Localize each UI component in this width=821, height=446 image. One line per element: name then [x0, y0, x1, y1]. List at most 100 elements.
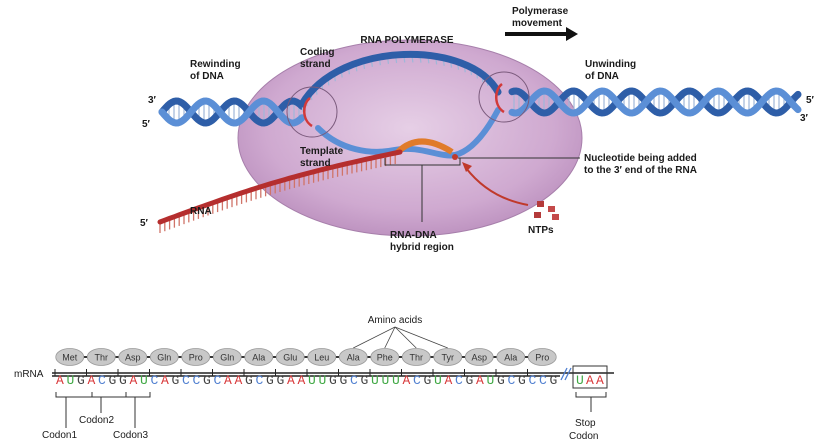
- ntp-arrowhead-icon: [462, 162, 472, 172]
- mrna-base: G: [119, 373, 127, 388]
- mrna-base: A: [235, 373, 243, 388]
- mrna-base: A: [161, 373, 169, 388]
- mrna-base: C: [413, 373, 421, 388]
- amino-acid-label: Ala: [252, 353, 265, 363]
- amino-acid-label: Gln: [220, 353, 234, 363]
- mrna-base: G: [518, 373, 526, 388]
- mrna-base: A: [88, 373, 96, 388]
- mrna-base: G: [172, 373, 180, 388]
- amino-acid-bead: [181, 348, 211, 366]
- codon-ticks: [54, 369, 528, 376]
- mrna-base: A: [130, 373, 138, 388]
- mrna-base: C: [529, 373, 537, 388]
- amino-acid-bead: [370, 348, 400, 366]
- mrna-base: U: [319, 373, 327, 388]
- stop-base: A: [586, 373, 594, 388]
- mrna-base: G: [277, 373, 285, 388]
- amino-acid-bead: [212, 348, 242, 366]
- hybrid-label-2: hybrid region: [390, 242, 454, 253]
- amino-acid-label: Pro: [535, 353, 549, 363]
- amino-acid-bead: [86, 348, 116, 366]
- mrna-base: U: [371, 373, 379, 388]
- mrna-base: C: [350, 373, 358, 388]
- mrna-base: C: [455, 373, 463, 388]
- transcription-bubble: [298, 50, 502, 159]
- rna-label: RNA: [190, 206, 212, 217]
- dna-helix-left: [158, 97, 306, 127]
- mrna-base: G: [550, 373, 558, 388]
- mrna-base: G: [329, 373, 337, 388]
- movement-label-1: Polymerase: [512, 6, 569, 17]
- codon1-label: Codon1: [42, 430, 77, 441]
- ntp-molecules: [534, 201, 559, 220]
- amino-acid-label: Leu: [314, 353, 329, 363]
- mrna-base: C: [539, 373, 547, 388]
- stop-codon-box: [572, 365, 608, 389]
- amino-acid-label: Phe: [377, 353, 393, 363]
- amino-pointer-line: [394, 326, 417, 349]
- amino-acid-bead: [464, 348, 494, 366]
- stop-base: U: [576, 373, 584, 388]
- mrna-base: U: [434, 373, 442, 388]
- dna-3prime-right: 3′: [800, 113, 809, 124]
- mrna-base: U: [308, 373, 316, 388]
- dna-5prime-right: 5′: [806, 95, 815, 106]
- mrna-base: G: [266, 373, 274, 388]
- amino-acids-label: Amino acids: [368, 315, 422, 326]
- unwinding-circle: [478, 71, 530, 123]
- amino-acid-bead: [275, 348, 305, 366]
- mrna-base: G: [203, 373, 211, 388]
- amino-acid-label: Tyr: [442, 353, 455, 363]
- amino-acid-label: Met: [62, 353, 78, 363]
- ntps-label: NTPs: [528, 225, 554, 236]
- rewinding-circle: [286, 86, 338, 138]
- mrna-base: C: [182, 373, 190, 388]
- mrna-base: G: [361, 373, 369, 388]
- dna-helix-right: [508, 87, 802, 117]
- nucleotide-being-added: [452, 154, 458, 160]
- ntp-entry-arrow: [465, 167, 529, 206]
- mrna-base: U: [487, 373, 495, 388]
- stop-label-1: Stop: [575, 418, 596, 429]
- mrna-base: U: [382, 373, 390, 388]
- mrna-base: G: [109, 373, 117, 388]
- amino-acid-label: Glu: [283, 353, 297, 363]
- amino-acid-label: Thr: [95, 353, 109, 363]
- codon2-label: Codon2: [79, 415, 114, 426]
- amino-acid-bead: [496, 348, 526, 366]
- dna-5prime-left: 5′: [142, 119, 151, 130]
- mrna-base: C: [98, 373, 106, 388]
- amino-acid-bead: [433, 348, 463, 366]
- unwinding-arrow-icon: [495, 83, 505, 114]
- mrna-base: U: [392, 373, 400, 388]
- movement-label-2: movement: [512, 18, 563, 29]
- rewinding-label-2: of DNA: [190, 71, 224, 82]
- coding-strand: [298, 50, 502, 108]
- hybrid-label-1: RNA-DNA: [390, 230, 437, 241]
- mrna-base: A: [287, 373, 295, 388]
- amino-acid-bead: [401, 348, 431, 366]
- amino-acid-bead: [338, 348, 368, 366]
- dna-backbone: [508, 87, 802, 117]
- amino-acid-pointer-lines: [353, 326, 448, 349]
- amino-pointer-line: [394, 326, 448, 349]
- mrna-base: A: [476, 373, 484, 388]
- unwinding-label-2: of DNA: [585, 71, 619, 82]
- codon3-bracket: [125, 392, 151, 428]
- amino-acid-label: Asp: [471, 353, 487, 363]
- mrna-base: A: [298, 373, 306, 388]
- mrna-base: A: [224, 373, 232, 388]
- rewinding-arrow-icon: [303, 97, 313, 128]
- mrna-base: C: [508, 373, 516, 388]
- template-strand-label-1: Template: [300, 146, 344, 157]
- stop-base: A: [596, 373, 604, 388]
- break-mark-icon: [560, 367, 572, 381]
- mrna-base: C: [214, 373, 222, 388]
- mrna-base: G: [77, 373, 85, 388]
- amino-acid-bead: [307, 348, 337, 366]
- amino-acid-bead: [149, 348, 179, 366]
- codon2-bracket: [91, 392, 127, 413]
- amino-pointer-line: [353, 326, 396, 349]
